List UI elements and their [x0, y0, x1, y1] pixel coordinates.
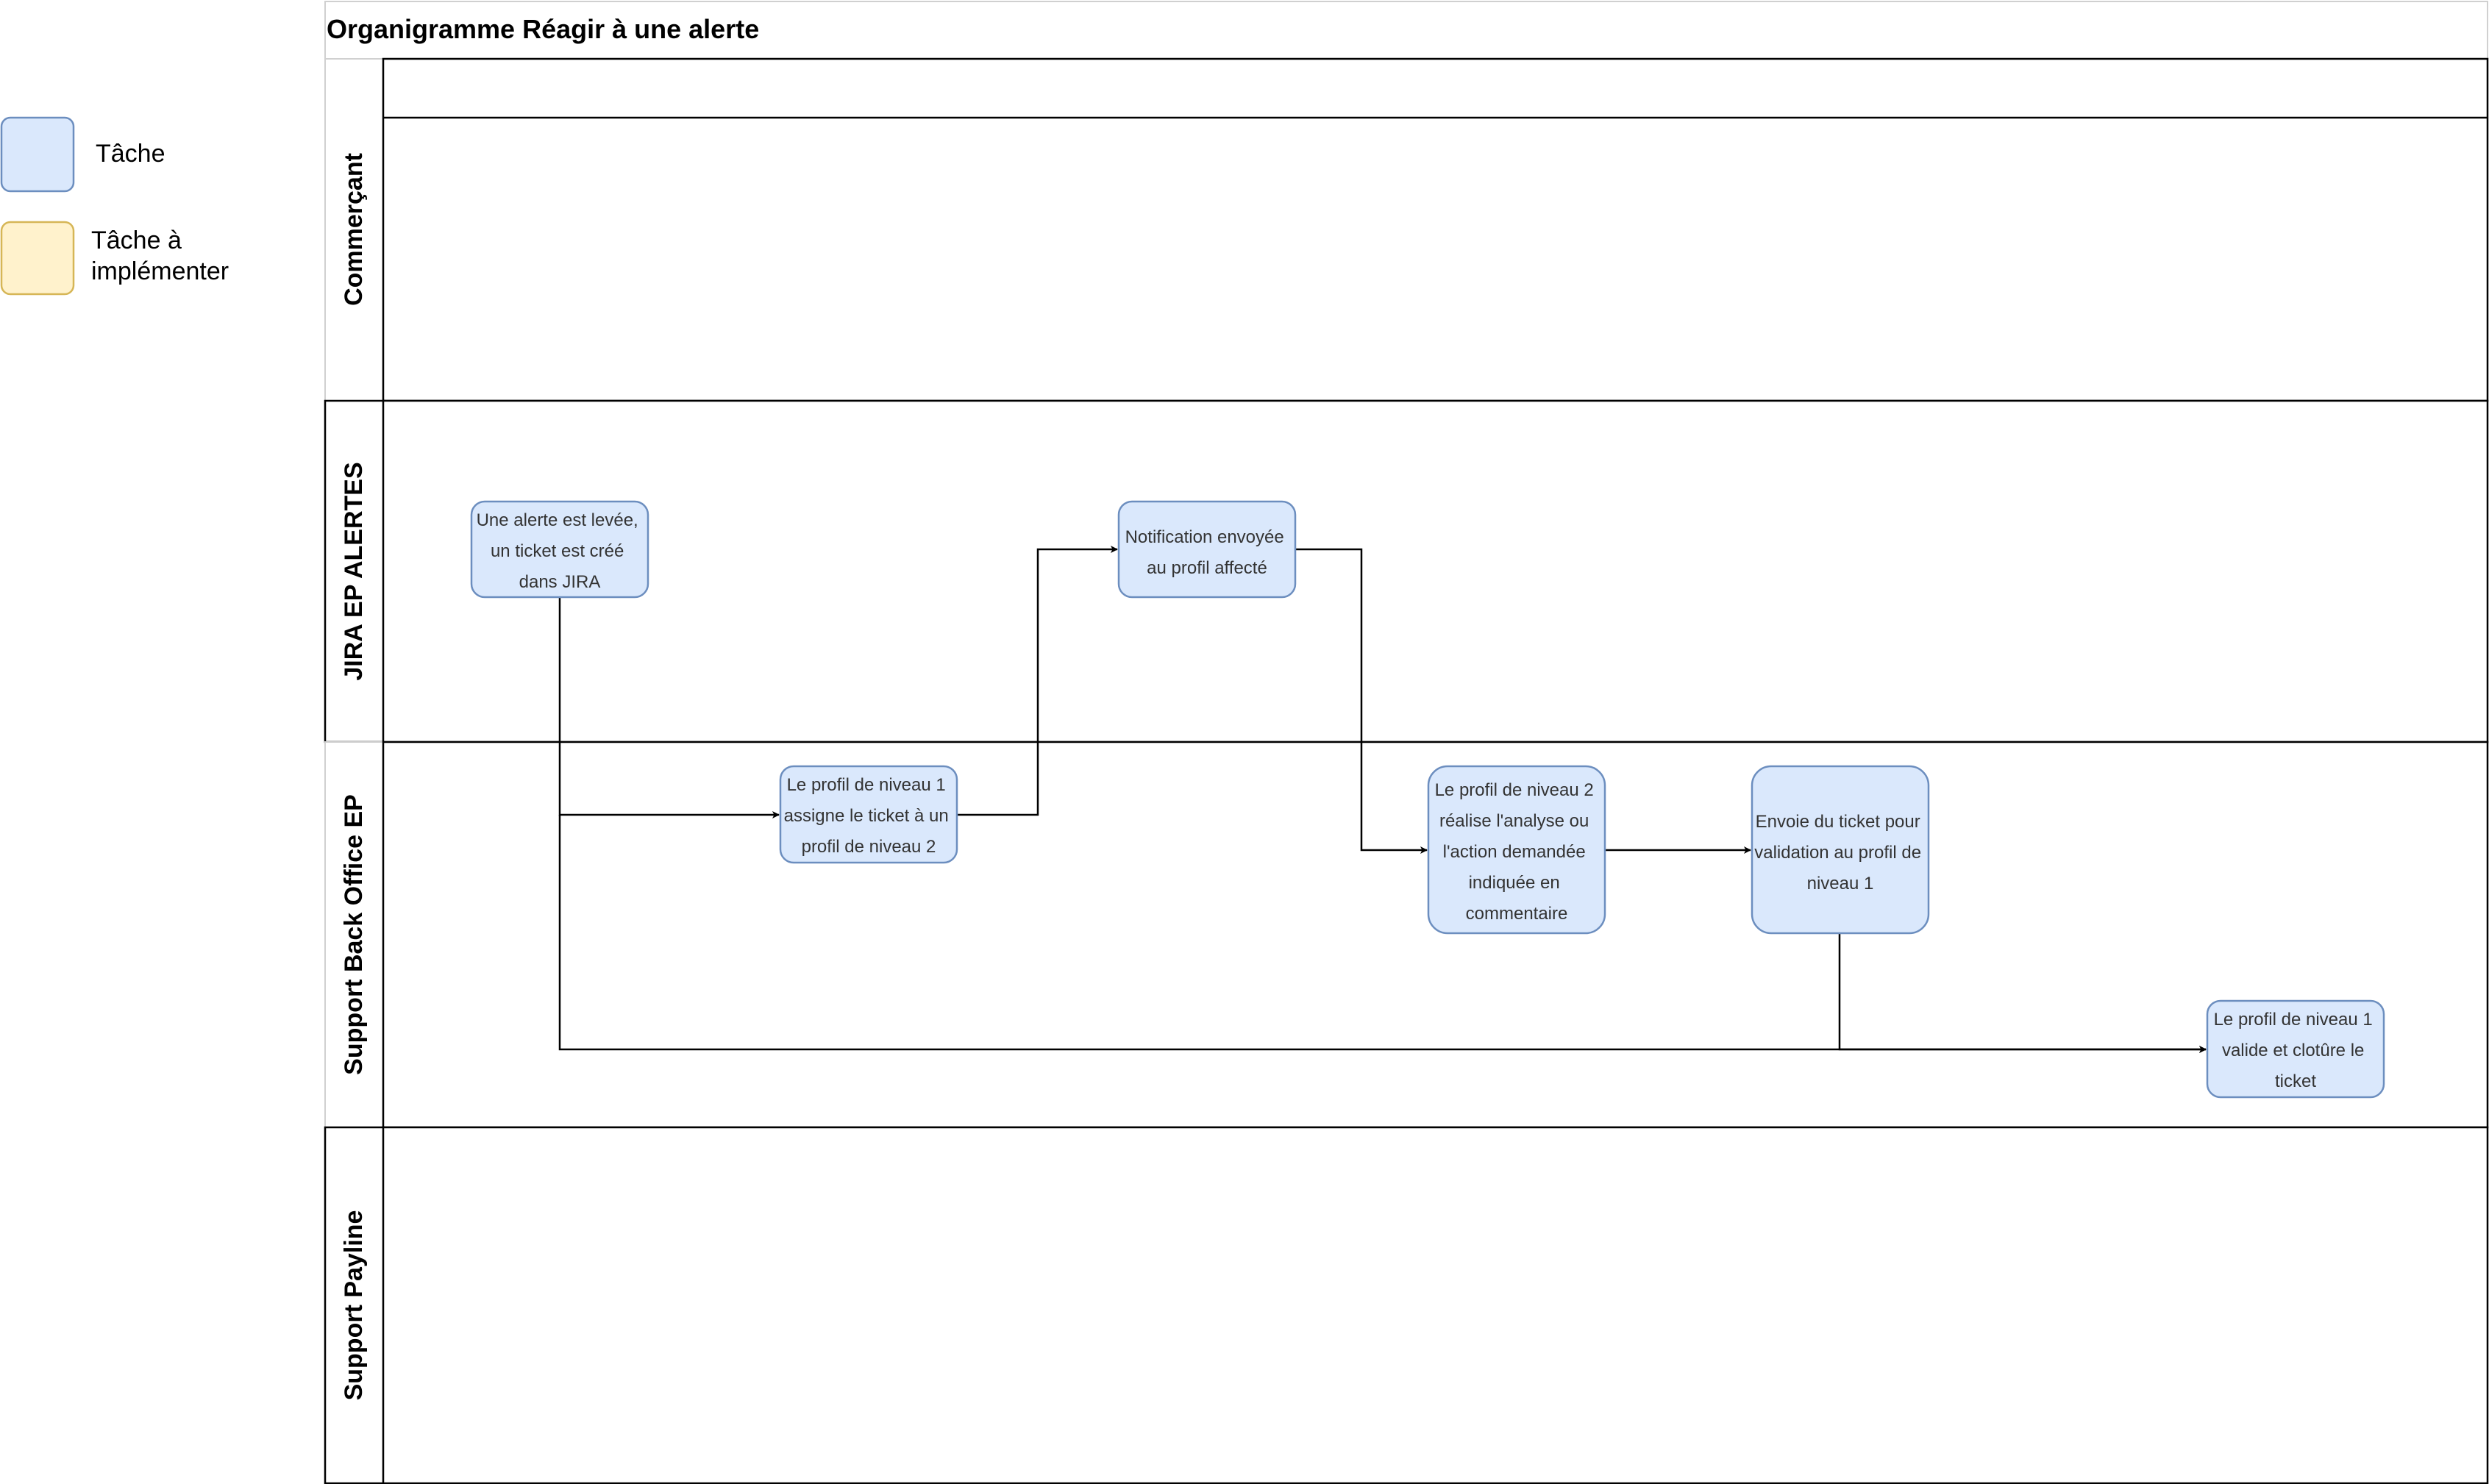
legend-label-line: Tâche à [91, 226, 182, 254]
lane-label-support-bo: Support Back Office EP [340, 794, 368, 1075]
node-notification-text: Notification envoyée au profil affecté [1125, 527, 1289, 578]
nodes: Une alerte est levée, un ticket est créé… [470, 500, 2385, 1099]
node-line: Le profil de niveau 1 [2214, 1010, 2373, 1030]
lane-header-commercant [324, 58, 385, 402]
legend-label-line: implémenter [91, 257, 229, 285]
legend-label-line: Tâche [96, 140, 165, 168]
edge-alerte-to-cloture [558, 815, 2207, 1053]
node-line: indiquée en [1469, 873, 1560, 893]
pool: Organigramme Réagir à une alerte [324, 1, 2488, 60]
node-line: profil de niveau 2 [802, 837, 936, 857]
legend-label-task: Tâche [96, 140, 165, 168]
node-assigne-text: Le profil de niveau 1 assigne le ticket … [784, 775, 954, 857]
node-analyse: Le profil de niveau 2 réalise l'analyse … [1427, 765, 1606, 935]
legend-item-task-to-implement: Tâche à implémenter [0, 221, 229, 296]
legend: Tâche Tâche à implémenter [0, 116, 229, 296]
node-line: réalise l'analyse ou [1439, 811, 1589, 831]
node-notification: Notification envoyée au profil affecté [1117, 500, 1297, 599]
legend-item-task: Tâche [0, 116, 165, 193]
lane-support-bo: Support Back Office EP [324, 741, 2489, 1129]
node-line: Notification envoyée [1125, 527, 1284, 547]
node-line: Le profil de niveau 2 [1435, 780, 1594, 800]
node-cloture-box [2206, 999, 2385, 1099]
node-line: Une alerte est levée, [477, 510, 638, 530]
node-analyse-box [1427, 765, 1606, 935]
lane-body-payline [382, 1126, 2489, 1484]
node-line: l'action demandée [1443, 842, 1586, 862]
node-line: niveau 1 [1807, 874, 1874, 893]
node-envoie: Envoie du ticket pour validation au prof… [1751, 765, 1930, 935]
node-alerte-box [470, 500, 649, 599]
legend-swatch-task [0, 116, 75, 193]
node-line: commentaire [1466, 904, 1568, 924]
legend-swatch-task-to-implement [0, 221, 75, 296]
edge-assigne-to-notification [956, 546, 1118, 816]
node-envoie-box [1751, 765, 1930, 935]
lane-jira: JIRA EP ALERTES [324, 399, 2489, 743]
lane-label-commercant: Commerçant [340, 153, 368, 306]
node-cloture-text: Le profil de niveau 1 valide et clotûre … [2214, 1010, 2378, 1091]
legend-label-task-to-implement: Tâche à implémenter [91, 226, 229, 285]
node-line: Le profil de niveau 1 [787, 775, 946, 795]
lane-commercant: Commerçant [324, 57, 2489, 402]
page-title: Organigramme Réagir à une alerte [327, 14, 759, 44]
node-assigne-box [779, 765, 958, 864]
node-line: au profil affecté [1147, 558, 1267, 578]
lanes: Commerçant JIRA EP ALERTES Support Back … [324, 57, 2489, 1484]
node-line: dans JIRA [519, 572, 601, 592]
node-alerte-text: Une alerte est levée, un ticket est créé… [477, 510, 644, 592]
node-alerte: Une alerte est levée, un ticket est créé… [470, 500, 649, 599]
node-notification-box [1117, 500, 1297, 599]
lane-label-jira: JIRA EP ALERTES [340, 462, 368, 680]
lane-payline: Support Payline [324, 1126, 2489, 1484]
node-line: validation au profil de [1754, 843, 1921, 863]
node-line: Envoie du ticket pour [1756, 812, 1920, 832]
node-line: ticket [2275, 1071, 2316, 1091]
pool-title-bar [324, 1, 2488, 60]
lane-body-commercant [382, 57, 2489, 402]
node-analyse-text: Le profil de niveau 2 réalise l'analyse … [1435, 780, 1599, 924]
node-line: un ticket est créé [491, 541, 624, 561]
node-cloture: Le profil de niveau 1 valide et clotûre … [2206, 999, 2385, 1099]
lane-header-payline [324, 1126, 385, 1484]
node-assigne: Le profil de niveau 1 assigne le ticket … [779, 765, 958, 864]
node-line: valide et clotûre le [2222, 1041, 2364, 1060]
edges [558, 546, 2207, 1053]
lane-label-payline: Support Payline [340, 1210, 368, 1401]
lane-body-jira [382, 399, 2489, 743]
edge-notification-to-analyse [1295, 548, 1428, 854]
node-line: assigne le ticket à un [784, 806, 949, 826]
node-envoie-text: Envoie du ticket pour validation au prof… [1754, 812, 1926, 893]
